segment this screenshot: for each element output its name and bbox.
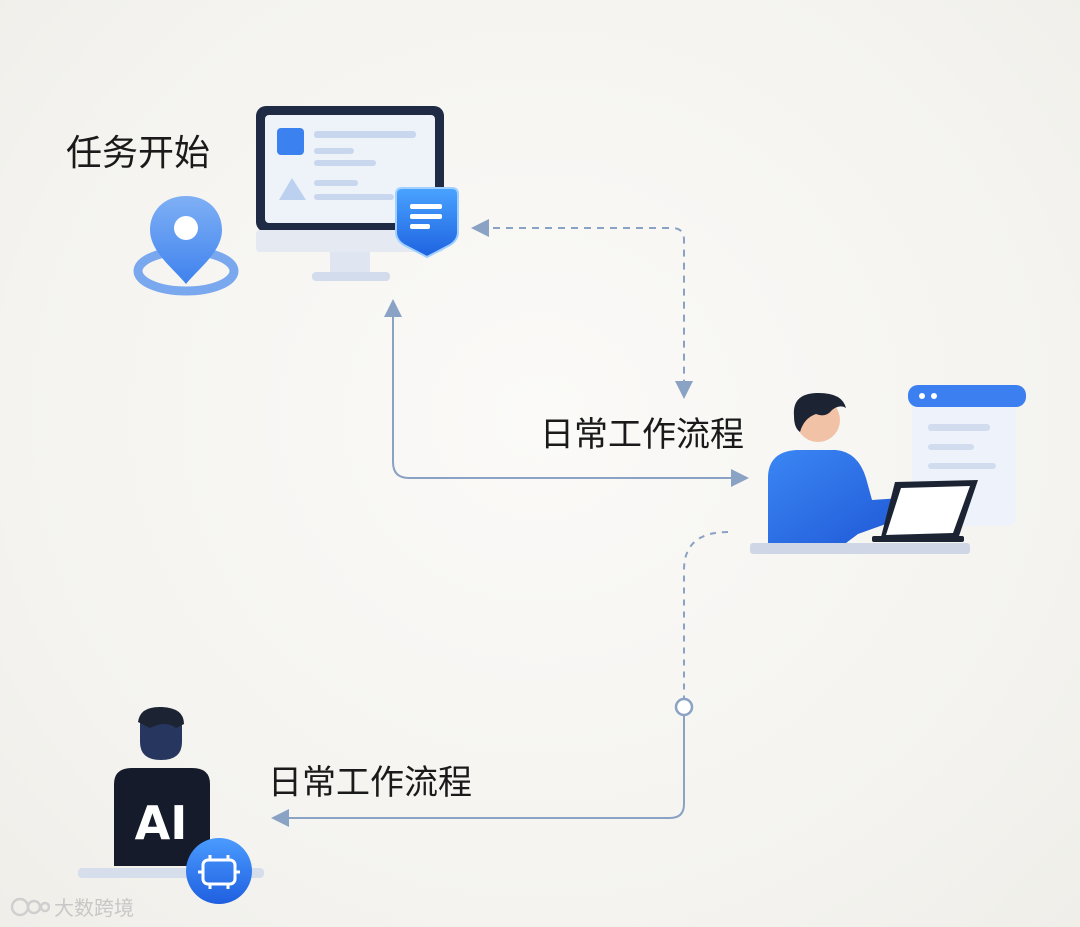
worker-laptop-icon — [750, 385, 1026, 554]
connector-node — [674, 697, 694, 717]
task-start-label: 任务开始 — [66, 133, 211, 174]
shield-document-icon — [395, 187, 459, 259]
ai-chip-badge-icon — [186, 838, 252, 904]
daily-workflow-label-bottom: 日常工作流程 — [268, 763, 472, 803]
ai-badge-text: AI — [135, 796, 188, 850]
watermark: 大数跨境 — [10, 892, 134, 921]
location-pin-icon — [133, 196, 239, 296]
watermark-logo-icon — [10, 897, 50, 916]
solid-connector-loop — [384, 299, 749, 487]
daily-workflow-label-top: 日常工作流程 — [540, 415, 744, 455]
dashed-connector-top — [471, 219, 693, 399]
connector-to-ai — [271, 531, 729, 827]
watermark-text: 大数跨境 — [54, 896, 134, 920]
